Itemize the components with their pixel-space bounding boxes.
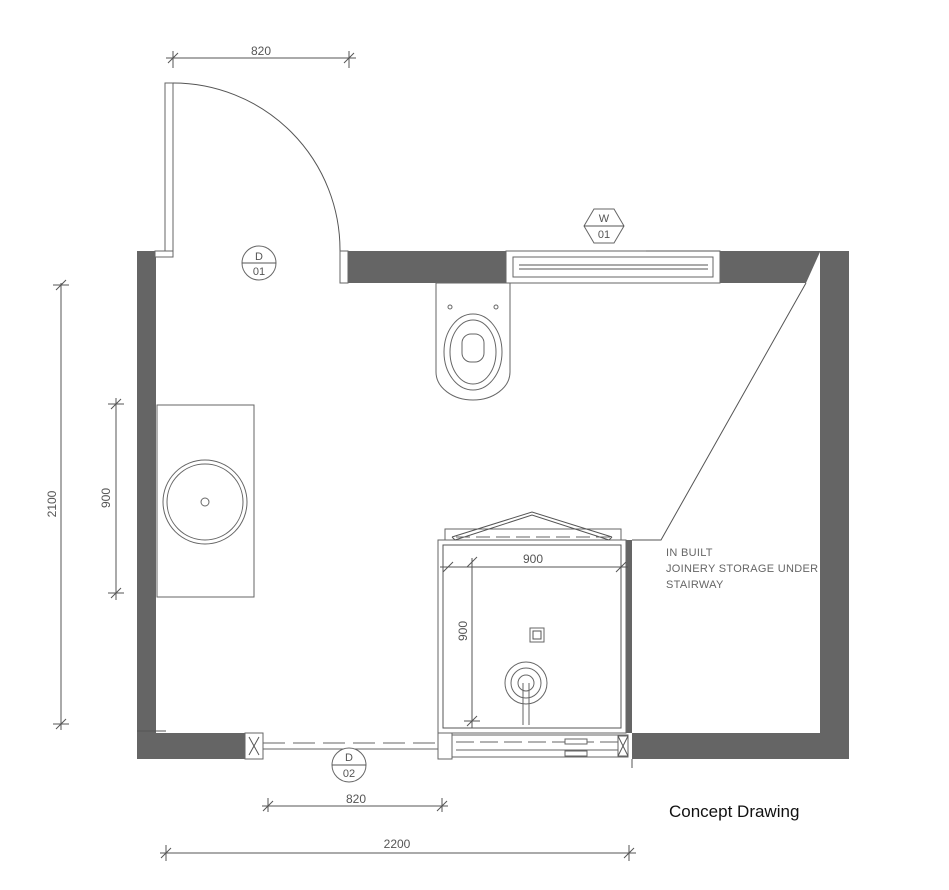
dimension-door-bottom: 820 [262,792,448,812]
drawing-caption: Concept Drawing [669,802,799,821]
dimension-room-height: 2100 [45,279,69,730]
svg-text:W: W [599,213,610,225]
dimension-vanity: 900 [99,398,124,600]
dimension-door-top-label: 820 [251,44,271,58]
vanity [156,404,255,598]
dimension-room-width-label: 2200 [384,837,411,851]
svg-text:01: 01 [253,266,265,278]
dimension-shower-width-label: 900 [523,552,543,566]
shower-screen-track [451,734,629,758]
wall-right [820,251,849,759]
svg-text:D: D [345,752,353,764]
shower-partition-wall [626,540,632,733]
door-d01 [154,82,349,284]
dimension-room-width: 2200 [160,837,636,861]
dimension-vanity-label: 900 [99,488,113,508]
svg-text:D: D [255,251,263,263]
door-d02-pocket-right [437,732,453,760]
window-icon [505,250,721,284]
wall-bottom-right [632,733,849,759]
dimension-shower-width: 900 [440,552,628,573]
wall-top-middle [348,251,506,283]
door-jamb-right [339,250,349,284]
door-d02 [244,732,629,760]
storage-note-line-1: IN BUILT [666,547,713,559]
storage-note: IN BUILT JOINERY STORAGE UNDER STAIRWAY [666,547,818,591]
stair-wall-cut [806,252,820,283]
wall-bottom-left [137,733,245,759]
window-tag-w01: W 01 [583,208,625,244]
dimension-room-height-label: 2100 [45,490,59,517]
dimension-door-bottom-label: 820 [346,792,366,806]
dimension-door-top: 820 [166,44,356,68]
walls [137,251,849,759]
door-leaf-d01 [164,82,174,258]
dimension-shower-depth: 900 [456,556,480,728]
basin-icon [162,459,248,545]
shower-drain-icon [529,627,545,643]
door-tag-d02: D 02 [331,747,367,783]
svg-text:02: 02 [343,768,355,780]
storage-note-line-3: STAIRWAY [666,579,724,591]
shower-head-icon [504,661,548,725]
wall-top-left-stub [137,251,155,257]
svg-text:01: 01 [598,229,610,241]
shower [437,511,627,734]
door-jamb-left [154,250,174,258]
toilet-icon [435,282,511,401]
door-swing-icon [172,82,341,252]
wall-top-right [720,251,820,283]
storage-note-line-2: JOINERY STORAGE UNDER [666,563,818,575]
dimension-shower-depth-label: 900 [456,621,470,641]
stair-storage-line [632,282,807,541]
wall-left [137,251,156,759]
door-tag-d01: D 01 [241,245,277,281]
